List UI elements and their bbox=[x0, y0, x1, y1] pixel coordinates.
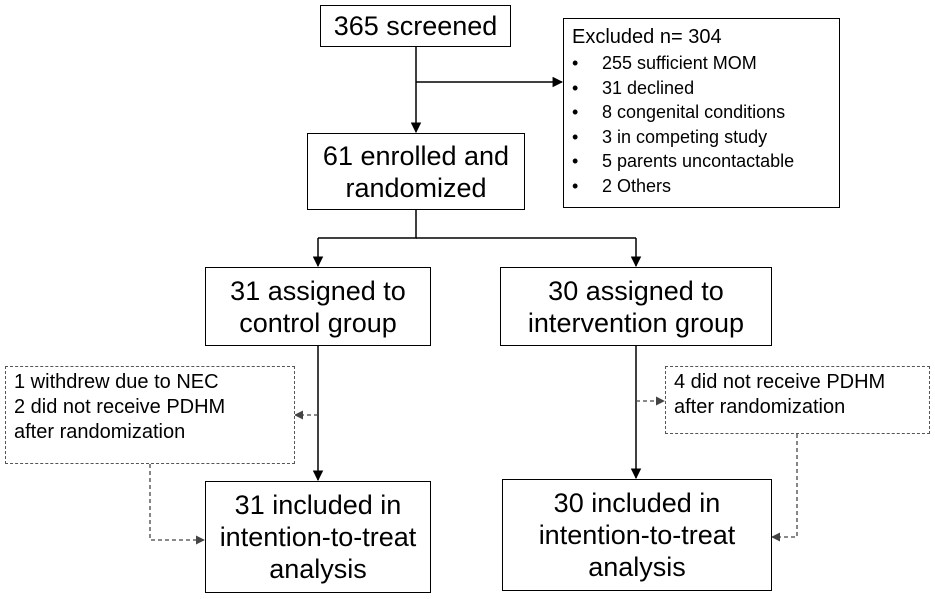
enrolled-line-1: 61 enrolled and bbox=[322, 140, 510, 171]
control-itt-box: 31 included in intention-to-treat analys… bbox=[205, 481, 431, 593]
excluded-item: • 3 in competing study bbox=[572, 125, 794, 150]
control-withdrawn-line-3: after randomization bbox=[14, 421, 186, 443]
control-withdrawn-line-1: 1 withdrew due to NEC bbox=[14, 371, 219, 393]
screened-box: 365 screened bbox=[320, 5, 511, 47]
control-line-2: control group bbox=[239, 307, 397, 338]
control-group-box: 31 assigned to control group bbox=[205, 267, 431, 346]
excluded-item: • 255 sufficient MOM bbox=[572, 51, 794, 76]
bullet-icon: • bbox=[572, 175, 579, 196]
excluded-item: • 8 congenital conditions bbox=[572, 100, 794, 125]
bullet-icon: • bbox=[572, 126, 579, 147]
excluded-box: Excluded n= 304 • 255 sufficient MOM • 31 … bbox=[563, 18, 840, 208]
control-line-1: 31 assigned to bbox=[230, 275, 406, 306]
enrolled-box: 61 enrolled and randomized bbox=[307, 133, 525, 210]
intervention-withdrawn-line-2: after randomization bbox=[674, 396, 846, 418]
intervention-itt-line-3: analysis bbox=[588, 552, 686, 582]
split-connector bbox=[318, 210, 417, 239]
bullet-icon: • bbox=[572, 53, 579, 73]
bullet-icon: • bbox=[572, 151, 579, 171]
control-withdrawn-box: 1 withdrew due to NEC 2 did not receive … bbox=[5, 366, 295, 464]
bullet-icon: • bbox=[572, 77, 579, 98]
excluded-item-label: 8 congenital conditions bbox=[602, 102, 786, 122]
control-withdrawn-line-2: 2 did not receive PDHM bbox=[14, 396, 226, 418]
excluded-item-label: 31 declined bbox=[602, 77, 695, 98]
excluded-list: • 255 sufficient MOM • 31 declined • 8 cong… bbox=[572, 51, 794, 198]
excluded-item: • 31 declined bbox=[572, 76, 794, 101]
intervention-group-box: 30 assigned to intervention group bbox=[500, 267, 772, 346]
enrolled-line-2: randomized bbox=[345, 172, 487, 203]
excluded-item-label: 3 in competing study bbox=[602, 126, 768, 147]
screened-label: 365 screened bbox=[333, 11, 498, 41]
control-itt-line-1: 31 included in bbox=[234, 490, 402, 520]
dashed-arrow-control-withdrawn-to-itt bbox=[149, 464, 205, 545]
control-itt-line-3: analysis bbox=[269, 554, 367, 584]
excluded-item-label: 2 Others bbox=[602, 175, 672, 196]
intervention-line-2: intervention group bbox=[527, 307, 745, 338]
excluded-item-label: 5 parents uncontactable bbox=[602, 151, 795, 171]
excluded-item: • 2 Others bbox=[572, 174, 794, 199]
intervention-itt-line-1: 30 included in bbox=[553, 488, 721, 518]
excluded-item-label: 255 sufficient MOM bbox=[602, 53, 757, 73]
dashed-arrow-intervention-withdrawn-to-itt bbox=[771, 434, 798, 542]
intervention-withdrawn-box: 4 did not receive PDHM after randomizati… bbox=[665, 366, 930, 434]
excluded-item: • 5 parents uncontactable bbox=[572, 149, 794, 174]
excluded-title: Excluded n= 304 bbox=[572, 26, 722, 48]
intervention-itt-box: 30 included in intention-to-treat analys… bbox=[502, 479, 772, 591]
control-itt-line-2: intention-to-treat bbox=[219, 522, 417, 552]
intervention-withdrawn-line-1: 4 did not receive PDHM bbox=[674, 371, 886, 393]
bullet-icon: • bbox=[572, 102, 579, 122]
intervention-line-1: 30 assigned to bbox=[548, 275, 724, 306]
intervention-itt-line-2: intention-to-treat bbox=[538, 520, 736, 550]
